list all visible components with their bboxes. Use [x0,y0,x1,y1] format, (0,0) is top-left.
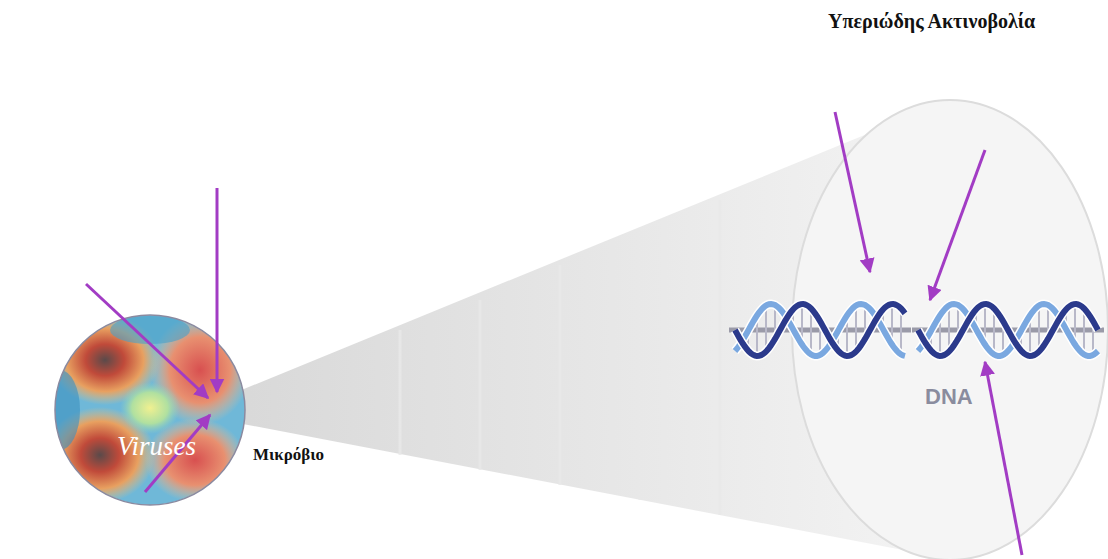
dna-strand [918,304,1098,356]
microbe-caption: Μικρόβιο [253,445,324,465]
radiation-title: Υπεριώδης Ακτινοβολία [828,10,1035,33]
dna-strand [918,304,1098,356]
dna-label: DNA [925,384,973,410]
uv-arrows [835,112,1022,555]
cone-striation [400,200,720,515]
dna-helix [729,304,1104,356]
strand-edge [735,304,905,356]
microbe-label: Viruses [117,431,196,462]
dna-strand [735,304,905,356]
strand-edge [918,304,1098,356]
strand-edge [735,304,905,356]
microbe-circle: VirusesΜικρόβιο [55,315,245,505]
strand-edge [918,304,1098,356]
uv-arrows [86,188,217,492]
magnified-circle: DNA [800,100,1108,559]
dna-strand [735,304,905,356]
